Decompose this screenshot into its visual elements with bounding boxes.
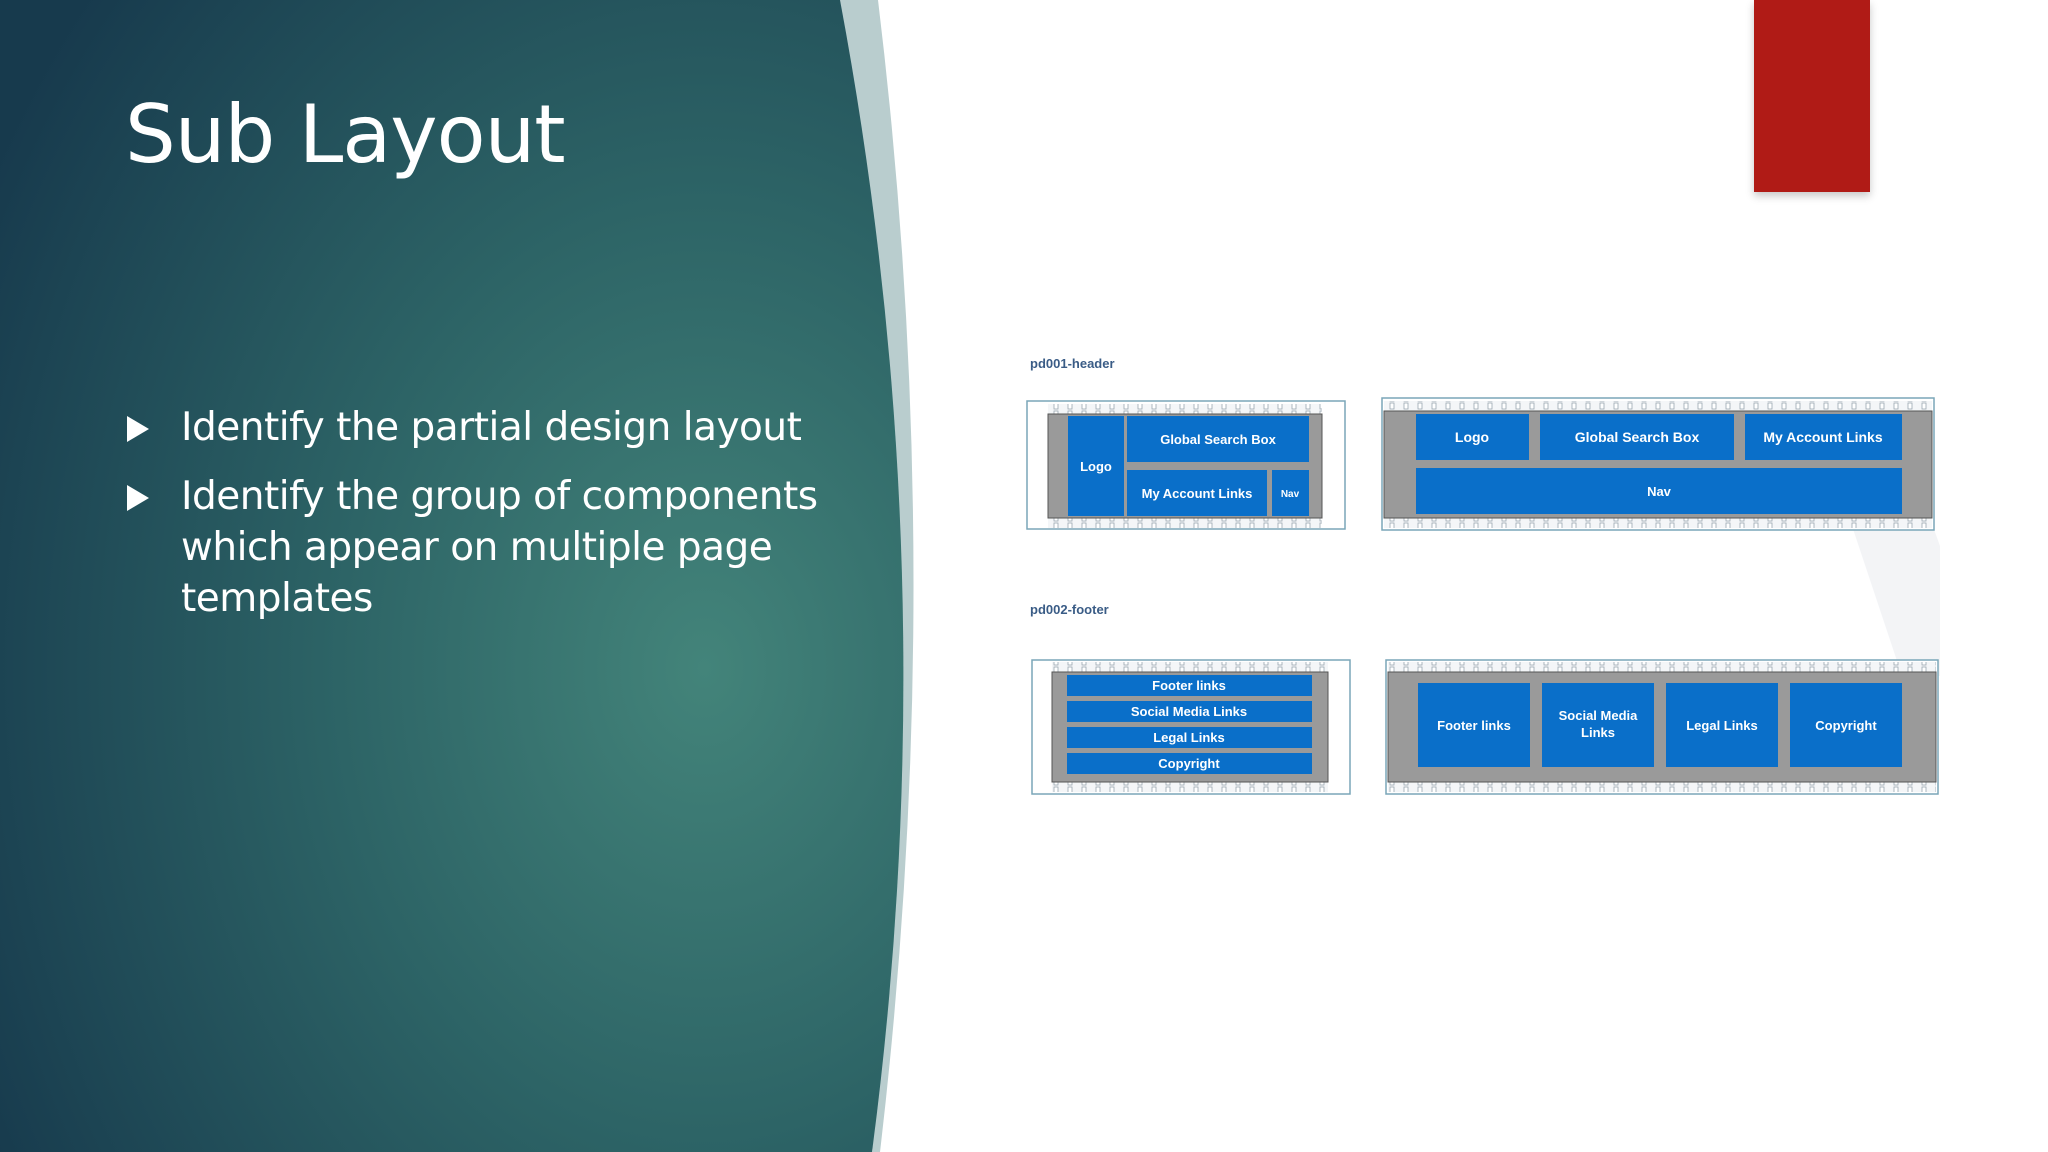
slide-title: Sub Layout bbox=[125, 88, 566, 181]
footer-links-label: Footer links bbox=[1437, 718, 1511, 733]
legal-label: Legal Links bbox=[1686, 718, 1758, 733]
footer-links-block bbox=[1067, 675, 1312, 696]
copyright-label: Copyright bbox=[1158, 756, 1220, 771]
footer-links-block bbox=[1418, 683, 1530, 767]
account-label: My Account Links bbox=[1142, 486, 1253, 501]
account-label: My Account Links bbox=[1763, 429, 1882, 445]
nav-block bbox=[1272, 470, 1309, 516]
search-block bbox=[1127, 416, 1309, 462]
logo-label: Logo bbox=[1080, 459, 1112, 474]
diagram-shading bbox=[1852, 496, 1940, 676]
red-accent-tab bbox=[1754, 0, 1870, 192]
social-label-line2: Links bbox=[1581, 725, 1615, 740]
bullet-list: Identify the partial design layout Ident… bbox=[125, 402, 825, 642]
account-block bbox=[1745, 414, 1902, 460]
legal-block bbox=[1067, 727, 1312, 748]
copyright-block bbox=[1067, 753, 1312, 774]
copyright-label: Copyright bbox=[1815, 718, 1877, 733]
social-block bbox=[1542, 683, 1654, 767]
footer-section-label: pd002-footer bbox=[1030, 602, 1109, 617]
legal-block bbox=[1666, 683, 1778, 767]
gradient-panel bbox=[0, 0, 904, 1152]
logo-label: Logo bbox=[1455, 429, 1489, 445]
logo-block bbox=[1068, 416, 1124, 516]
social-label-line1: Social Media bbox=[1559, 708, 1639, 723]
copyright-block bbox=[1790, 683, 1902, 767]
play-arrow-icon bbox=[127, 416, 149, 442]
search-label: Global Search Box bbox=[1160, 432, 1276, 447]
bullet-text: Identify the partial design layout bbox=[181, 405, 802, 450]
social-label: Social Media Links bbox=[1131, 704, 1247, 719]
logo-block bbox=[1416, 414, 1529, 460]
account-block bbox=[1127, 470, 1267, 516]
nav-label: Nav bbox=[1281, 489, 1300, 500]
bullet-item: Identify the group of components which a… bbox=[125, 471, 825, 624]
footer-wide-layout: Footer links Social Media Links Legal Li… bbox=[1385, 659, 1939, 795]
nav-block bbox=[1416, 468, 1902, 514]
nav-label: Nav bbox=[1647, 484, 1672, 499]
header-section-label: pd001-header bbox=[1030, 356, 1115, 371]
search-block bbox=[1540, 414, 1734, 460]
play-arrow-icon bbox=[127, 485, 149, 511]
header-wide-layout: Logo Global Search Box My Account Links … bbox=[1381, 397, 1935, 531]
footer-small-layout: Footer links Social Media Links Legal Li… bbox=[1031, 659, 1351, 795]
social-block bbox=[1067, 701, 1312, 722]
bullet-item: Identify the partial design layout bbox=[125, 402, 825, 453]
header-small-layout: Logo Global Search Box My Account Links … bbox=[1026, 400, 1346, 530]
legal-label: Legal Links bbox=[1153, 730, 1225, 745]
bullet-text: Identify the group of components which a… bbox=[181, 474, 818, 621]
footer-links-label: Footer links bbox=[1152, 678, 1226, 693]
layout-diagram: pd001-header Logo Global Search Box My A… bbox=[1022, 346, 1940, 806]
search-label: Global Search Box bbox=[1575, 429, 1700, 445]
